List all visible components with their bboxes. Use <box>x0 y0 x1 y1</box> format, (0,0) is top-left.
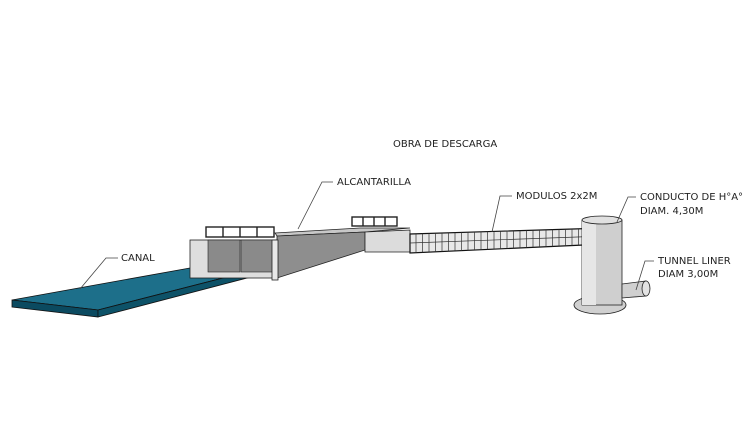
diagram-title: OBRA DE DESCARGA <box>393 139 497 150</box>
alcantarilla <box>189 216 411 281</box>
label-canal: CANAL <box>121 253 155 264</box>
conducto-cylinder <box>573 215 627 315</box>
label-alcantarilla: ALCANTARILLA <box>337 177 411 188</box>
leader-lines <box>79 181 654 291</box>
tunnel-liner-pipe <box>621 280 651 299</box>
label-tunnel-liner: TUNNEL LINER <box>657 256 731 267</box>
label-conducto: CONDUCTO DE H°A° <box>640 192 743 203</box>
label-modulos: MODULOS 2x2M <box>516 191 597 202</box>
modulos-2x2m <box>409 227 606 254</box>
label-tunnel-diam: DIAM 3,00M <box>658 269 718 280</box>
label-conducto-diam: DIAM. 4,30M <box>640 206 703 217</box>
